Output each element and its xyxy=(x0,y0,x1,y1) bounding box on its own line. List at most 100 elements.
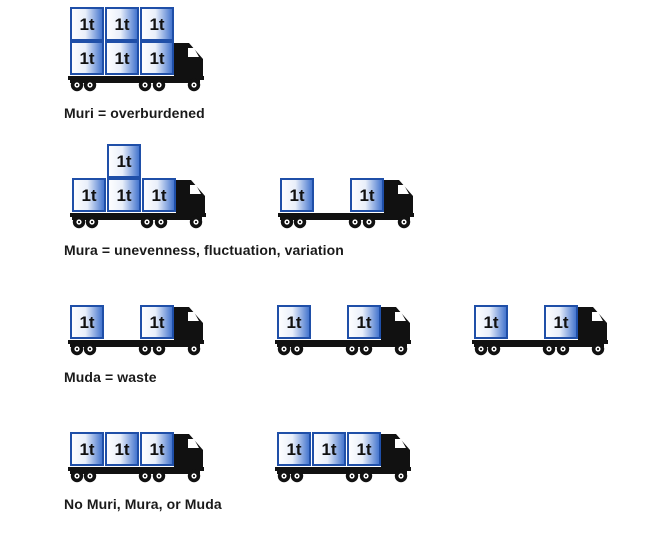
truck-cab xyxy=(174,43,203,76)
load-box: 1t xyxy=(347,305,381,339)
truck-bed xyxy=(68,76,204,80)
load-box: 1t xyxy=(277,432,311,466)
caption-none: No Muri, Mura, or Muda xyxy=(64,496,222,512)
load-box: 1t xyxy=(544,305,578,339)
wheel-center xyxy=(90,220,94,224)
truck-cab xyxy=(381,434,410,467)
cab-window xyxy=(395,312,406,321)
truck-bed xyxy=(275,340,411,344)
wheel-center xyxy=(364,474,368,478)
load-box: 1t xyxy=(277,305,311,339)
load-box-frame xyxy=(105,432,139,466)
load-label: 1t xyxy=(356,313,371,332)
wheel-center xyxy=(143,347,147,351)
truck-chassis xyxy=(277,471,407,474)
wheel-center xyxy=(143,474,147,478)
wheel-center xyxy=(479,347,483,351)
truck-cab xyxy=(384,180,413,213)
truck-bed xyxy=(472,340,608,344)
load-label: 1t xyxy=(114,440,129,459)
load-label: 1t xyxy=(289,186,304,205)
load-label: 1t xyxy=(116,152,131,171)
load-box-frame xyxy=(107,144,141,178)
load-box-frame xyxy=(142,178,176,212)
load-box-frame xyxy=(140,305,174,339)
load-box: 1t xyxy=(140,7,174,41)
truck-chassis xyxy=(70,344,200,347)
wheel-center xyxy=(295,474,299,478)
cab-window xyxy=(592,312,603,321)
load-box: 1t xyxy=(107,144,141,178)
wheel-center xyxy=(282,347,286,351)
load-box: 1t xyxy=(140,432,174,466)
caption-muri: Muri = overburdened xyxy=(64,105,205,121)
wheel-center xyxy=(157,347,161,351)
load-box: 1t xyxy=(107,178,141,212)
truck-bed xyxy=(68,340,204,344)
load-box-frame xyxy=(70,7,104,41)
truck-chassis xyxy=(70,80,200,83)
load-box: 1t xyxy=(350,178,384,212)
wheel-center xyxy=(492,347,496,351)
wheel-center xyxy=(75,347,79,351)
load-box: 1t xyxy=(347,432,381,466)
load-box: 1t xyxy=(70,41,104,75)
load-box-frame xyxy=(70,305,104,339)
truck-cab xyxy=(174,434,203,467)
wheel-center xyxy=(399,474,403,478)
load-label: 1t xyxy=(114,49,129,68)
load-box-frame xyxy=(70,432,104,466)
wheel-center xyxy=(75,474,79,478)
truck-bed xyxy=(275,467,411,471)
load-box-frame xyxy=(140,432,174,466)
load-label: 1t xyxy=(79,15,94,34)
load-box-frame xyxy=(347,305,381,339)
truck-chassis xyxy=(70,471,200,474)
wheel-center xyxy=(159,220,163,224)
load-box-frame xyxy=(280,178,314,212)
wheel-center xyxy=(596,347,600,351)
load-box: 1t xyxy=(105,7,139,41)
load-box: 1t xyxy=(474,305,508,339)
load-box: 1t xyxy=(140,41,174,75)
load-label: 1t xyxy=(116,186,131,205)
load-box-frame xyxy=(277,432,311,466)
wheel-center xyxy=(364,347,368,351)
wheel-center xyxy=(157,83,161,87)
wheel-center xyxy=(145,220,149,224)
wheel-center xyxy=(192,83,196,87)
cab-window xyxy=(188,439,199,448)
truck: 1t 1t xyxy=(472,305,608,356)
truck-bed xyxy=(70,213,206,217)
load-box-frame xyxy=(140,7,174,41)
load-box: 1t xyxy=(142,178,176,212)
load-box-frame xyxy=(105,7,139,41)
truck: 1t 1t xyxy=(275,305,411,356)
wheel-center xyxy=(88,83,92,87)
truck-cab xyxy=(176,180,205,213)
load-box: 1t xyxy=(70,432,104,466)
load-label: 1t xyxy=(114,15,129,34)
load-label: 1t xyxy=(149,49,164,68)
truck-chassis xyxy=(280,217,410,220)
truck: 1t 1t 1t xyxy=(68,432,204,483)
wheel-center xyxy=(402,220,406,224)
load-box-frame xyxy=(105,41,139,75)
wheel-center xyxy=(194,220,198,224)
load-label: 1t xyxy=(149,440,164,459)
load-label: 1t xyxy=(553,313,568,332)
caption-mura: Mura = unevenness, fluctuation, variatio… xyxy=(64,242,344,258)
load-box-frame xyxy=(544,305,578,339)
truck: 1t 1t xyxy=(278,178,414,229)
cab-window xyxy=(188,312,199,321)
load-label: 1t xyxy=(151,186,166,205)
wheel-center xyxy=(75,83,79,87)
truck-chassis xyxy=(277,344,407,347)
wheel-center xyxy=(192,347,196,351)
load-box: 1t xyxy=(280,178,314,212)
load-label: 1t xyxy=(483,313,498,332)
